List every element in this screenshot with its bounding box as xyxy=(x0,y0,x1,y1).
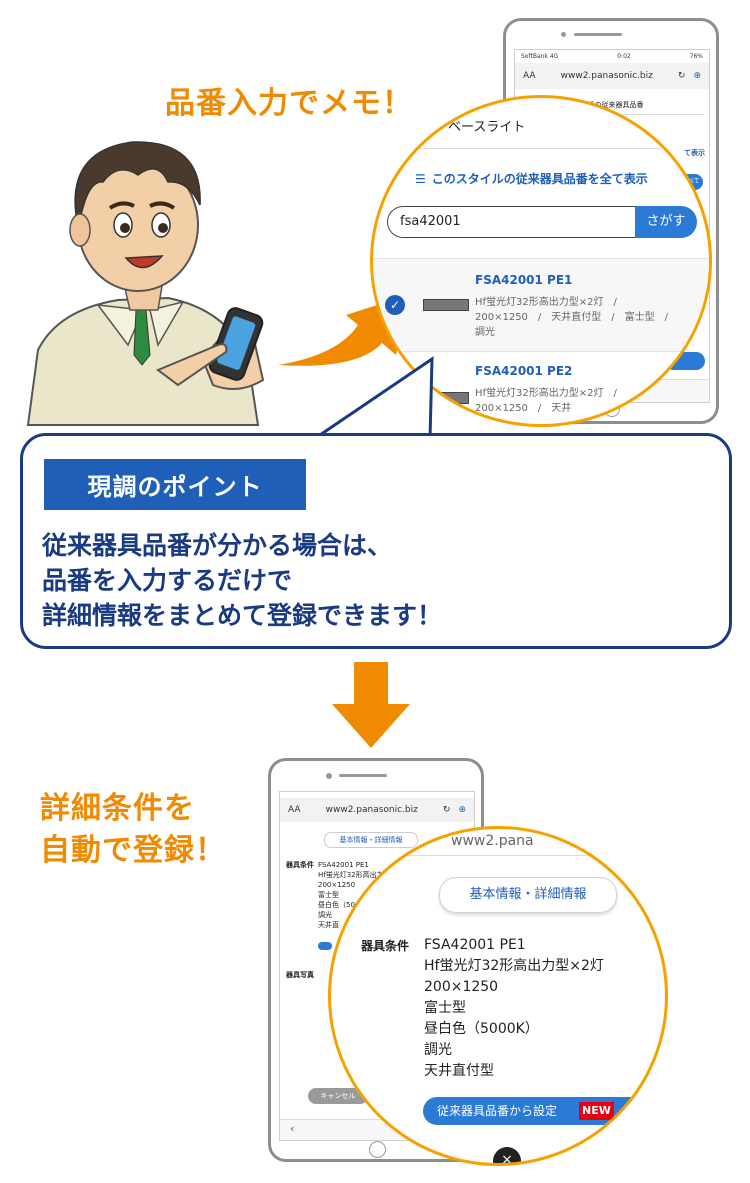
speaker-slot xyxy=(339,774,387,777)
worker-illustration xyxy=(26,141,265,426)
show-all-label: このスタイルの従来器具品番を全て表示 xyxy=(431,172,648,186)
bottom-title: 詳細条件を 自動で登録！ xyxy=(40,788,226,872)
set-from-legacy-button[interactable]: 従来器具品番から設定 NEW xyxy=(423,1097,643,1125)
result-desc: Hf蛍光灯32形高出力型×2灯 / 200×1250 / 天井 xyxy=(475,388,627,414)
cond-values: FSA42001 PE1 Hf蛍光灯32形高出力型×2灯 200×1250 富士… xyxy=(424,935,604,1082)
search-button[interactable]: さがす xyxy=(635,206,697,238)
mini-cond-values: FSA42001 PE1 Hf蛍光灯32形高出力 200×1250 富士型 昼白… xyxy=(318,860,384,930)
point-callout: 現調のポイント 従来器具品番が分かる場合は、 品番を入力するだけで 詳細情報をま… xyxy=(20,433,732,649)
down-arrow xyxy=(332,662,410,748)
cond-line: 富士型 xyxy=(424,1000,466,1016)
cancel-button[interactable]: キャンセル xyxy=(308,1088,368,1104)
camera-dot xyxy=(326,773,332,779)
divider xyxy=(373,148,709,149)
back-icon[interactable]: ‹ xyxy=(290,1122,295,1135)
result-code[interactable]: FSA42001 PE2 xyxy=(475,364,573,378)
tab-basic-detail[interactable]: 基本情報・詳細情報 xyxy=(324,832,418,848)
cond-line: 200×1250 xyxy=(424,979,499,995)
cond-label: 器具条件 xyxy=(286,861,314,869)
mini-line: Hf蛍光灯32形高出力 xyxy=(318,871,384,879)
mini-set-button[interactable] xyxy=(318,942,332,950)
mini-line: FSA42001 PE1 xyxy=(318,861,369,869)
tab-basic-detail[interactable]: 基本情報・詳細情報 xyxy=(439,877,617,913)
download-icon[interactable]: ⊕ xyxy=(458,805,466,815)
bottom-zoom-circle: www2.pana 基本情報・詳細情報 器具条件 FSA42001 PE1 Hf… xyxy=(328,826,668,1166)
mini-line: 調光 xyxy=(318,911,332,919)
mini-line: 富士型 xyxy=(318,891,339,899)
new-badge: NEW xyxy=(579,1102,614,1120)
text-size-button[interactable]: AA xyxy=(523,71,536,81)
checked-icon[interactable]: ✓ xyxy=(385,295,405,315)
point-line: 品番を入力するだけで xyxy=(42,566,293,595)
breadcrumb: ベースライト xyxy=(448,120,526,135)
point-text: 従来器具品番が分かる場合は、 品番を入力するだけで 詳細情報をまとめて登録できま… xyxy=(42,528,722,633)
cond-label: 器具条件 xyxy=(361,939,410,953)
divider xyxy=(331,855,665,856)
close-icon[interactable]: × xyxy=(493,1147,521,1163)
search-input[interactable]: fsa42001 xyxy=(387,206,637,238)
status-battery: 76% xyxy=(689,52,703,60)
text-size-button[interactable]: AA xyxy=(288,805,301,815)
url-bar[interactable]: AA www2.panasonic.biz ↻ ⊕ xyxy=(280,798,474,822)
result-desc: Hf蛍光灯32形高出力型×2灯 / 200×1250 / 天井直付型 / 富士型… xyxy=(475,297,679,338)
url-fragment: www2.pana xyxy=(451,833,534,849)
top-title: 品番入力でメモ！ xyxy=(165,86,413,121)
status-carrier: SoftBank 4G xyxy=(521,52,559,60)
mini-line: 昼白色（50 xyxy=(318,901,355,909)
point-line: 従来器具品番が分かる場合は、 xyxy=(42,531,393,560)
speaker-slot xyxy=(574,33,622,36)
reload-icon[interactable]: ↻ xyxy=(442,805,451,815)
bottom-title-line: 詳細条件を xyxy=(40,791,195,826)
home-button[interactable] xyxy=(369,1141,386,1158)
status-time: 0:02 xyxy=(617,52,631,60)
cond-line: FSA42001 PE1 xyxy=(424,937,526,953)
url-text[interactable]: www2.panasonic.biz xyxy=(560,71,653,81)
url-bar[interactable]: AA www2.panasonic.biz ↻ ⊕ xyxy=(515,63,709,89)
callout-tail xyxy=(320,356,434,439)
result-row-1[interactable]: ✓ FSA42001 PE1 Hf蛍光灯32形高出力型×2灯 / 200×125… xyxy=(373,258,709,352)
mini-line: 天井直 xyxy=(318,921,339,929)
fixture-thumbnail xyxy=(423,299,469,311)
list-icon: ☰ xyxy=(415,171,426,186)
camera-dot xyxy=(561,32,566,37)
bottom-title-line: 自動で登録！ xyxy=(40,833,226,868)
point-tag: 現調のポイント xyxy=(44,459,306,510)
cond-line: 昼白色（5000K） xyxy=(424,1021,539,1037)
result-row-2[interactable]: FSA42001 PE2 Hf蛍光灯32形高出力型×2灯 / 200×1250 … xyxy=(373,352,709,424)
url-text[interactable]: www2.panasonic.biz xyxy=(325,805,418,815)
result-code[interactable]: FSA42001 PE1 xyxy=(475,273,573,287)
show-all-link[interactable]: ☰ このスタイルの従来器具品番を全て表示 xyxy=(415,170,648,187)
show-all-fragment[interactable]: て表示 xyxy=(684,149,705,157)
set-button-label: 従来器具品番から設定 xyxy=(437,1104,558,1118)
cond-line: Hf蛍光灯32形高出力型×2灯 xyxy=(424,958,604,974)
photo-label: 器具写真 xyxy=(286,971,314,979)
status-bar: SoftBank 4G 0:02 76% xyxy=(515,50,709,62)
cond-line: 調光 xyxy=(424,1042,452,1058)
cond-line: 天井直付型 xyxy=(424,1063,494,1079)
reload-icon[interactable]: ↻ xyxy=(677,71,686,81)
mini-line: 200×1250 xyxy=(318,881,356,889)
point-line: 詳細情報をまとめて登録できます！ xyxy=(42,601,443,630)
download-icon[interactable]: ⊕ xyxy=(693,71,701,81)
